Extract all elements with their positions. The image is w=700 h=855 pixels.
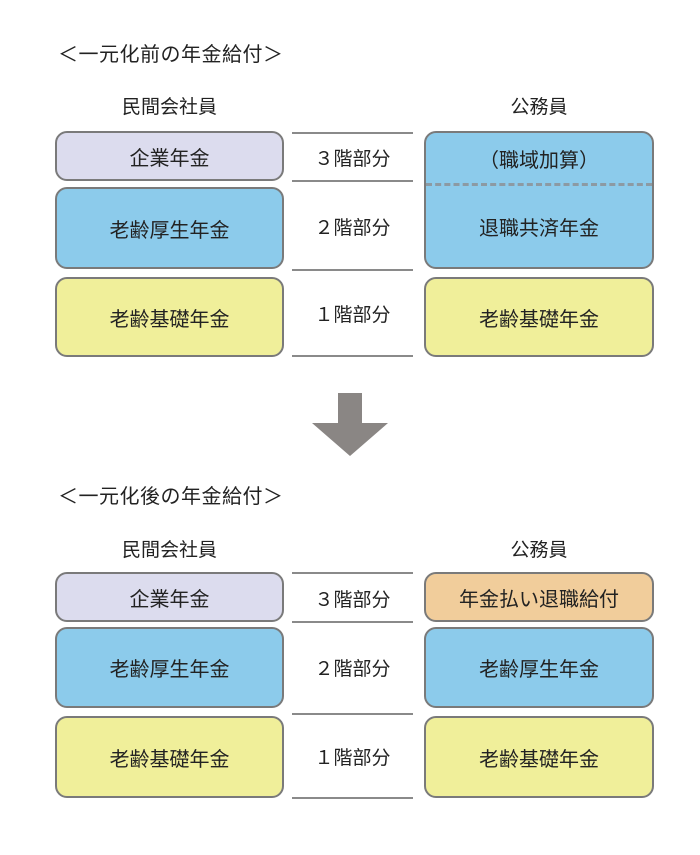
before-tier-1: １階部分: [314, 303, 391, 326]
before-divider-3-2: [292, 180, 413, 182]
after-tier-1: １階部分: [314, 746, 391, 769]
after-divider-bottom: [292, 797, 413, 799]
down-arrow-icon: [312, 393, 388, 456]
before-right-mutual-aid-box: （職域加算） 退職共済年金: [424, 131, 654, 269]
before-right-retirement-mutual-aid-pension: 退職共済年金: [479, 216, 599, 240]
before-left-corporate-pension: 企業年金: [55, 131, 284, 181]
before-heading: ＜一元化前の年金給付＞: [58, 42, 284, 66]
dashed-divider: [426, 183, 652, 186]
after-divider-2-1: [292, 713, 413, 715]
after-tier-2: ２階部分: [314, 657, 391, 680]
after-left-basic-pension: 老齢基礎年金: [55, 716, 284, 798]
after-right-label: 公務員: [510, 539, 568, 561]
after-right-basic-pension: 老齢基礎年金: [424, 716, 654, 798]
after-tier-3: ３階部分: [314, 588, 391, 611]
before-right-occupational-addition: （職域加算）: [479, 147, 599, 172]
before-divider-top: [292, 132, 413, 134]
after-right-employee-pension: 老齢厚生年金: [424, 627, 654, 708]
before-tier-2: ２階部分: [314, 216, 391, 239]
before-left-employee-pension: 老齢厚生年金: [55, 187, 284, 269]
before-left-basic-pension: 老齢基礎年金: [55, 277, 284, 357]
after-left-label: 民間会社員: [121, 539, 217, 561]
before-divider-bottom: [292, 355, 413, 357]
before-right-label: 公務員: [510, 96, 568, 118]
after-left-corporate-pension: 企業年金: [55, 572, 284, 622]
before-right-basic-pension: 老齢基礎年金: [424, 277, 654, 357]
after-divider-3-2: [292, 621, 413, 623]
after-divider-top: [292, 572, 413, 574]
after-left-employee-pension: 老齢厚生年金: [55, 627, 284, 708]
before-divider-2-1: [292, 269, 413, 271]
after-heading: ＜一元化後の年金給付＞: [58, 484, 284, 508]
before-tier-3: ３階部分: [314, 147, 391, 170]
after-right-annuity-retirement-benefit: 年金払い退職給付: [424, 572, 654, 622]
before-left-label: 民間会社員: [121, 96, 217, 118]
